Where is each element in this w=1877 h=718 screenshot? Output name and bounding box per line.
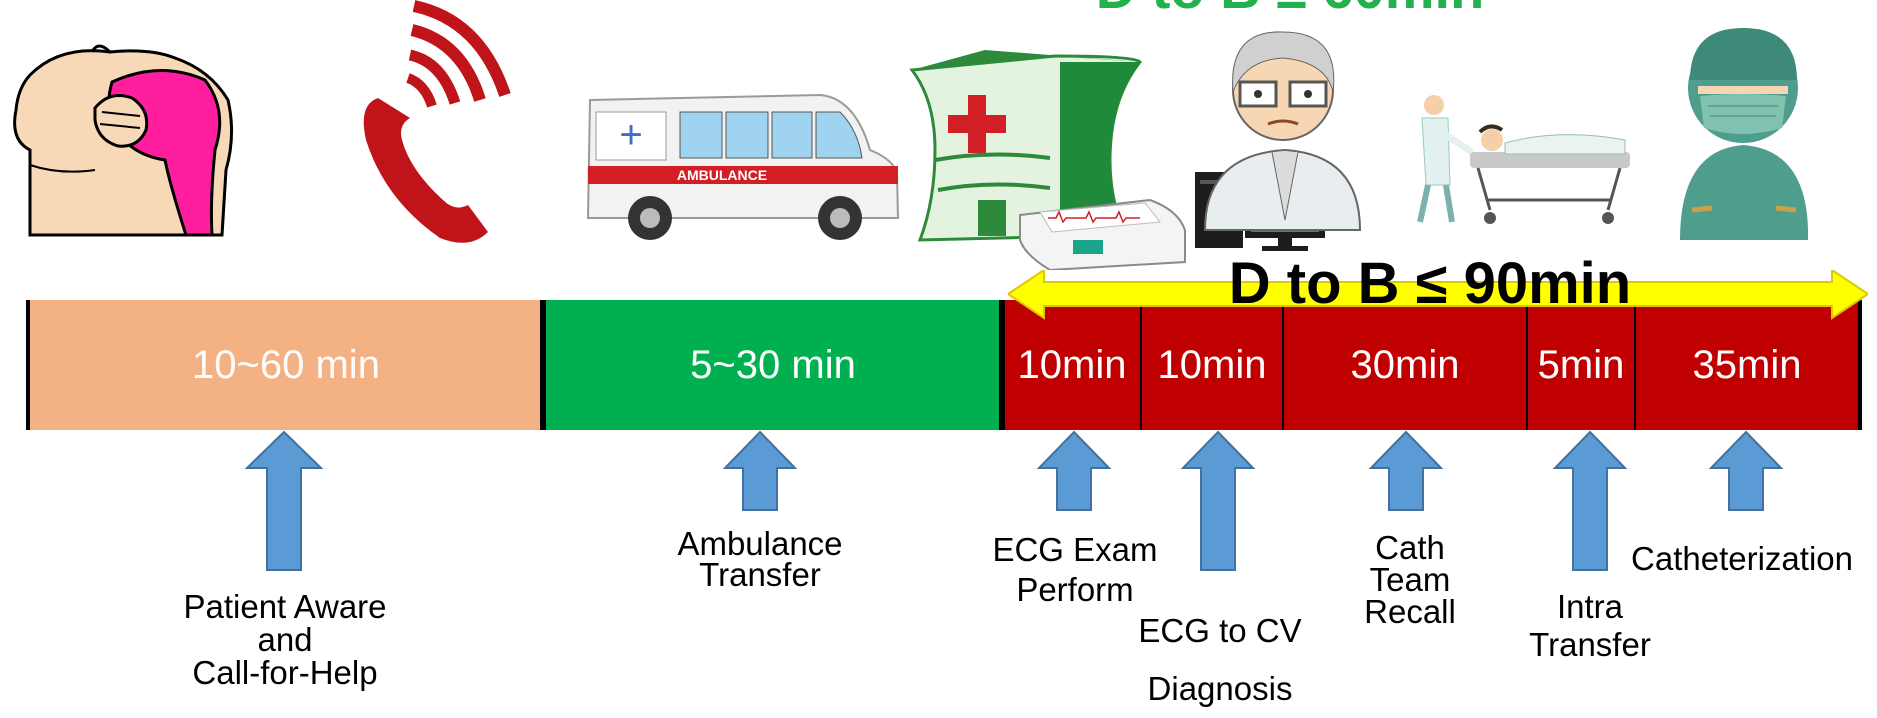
- segment-duration: 35min: [1692, 342, 1802, 387]
- segment-intra-transfer: 5min: [1528, 300, 1636, 430]
- segment-ecg-exam: 10min: [1004, 300, 1142, 430]
- segment-duration: 10min: [1157, 342, 1267, 387]
- target-banner: D to B ≤ 90min: [1228, 251, 1632, 316]
- ambulance-icon: + AMBULANCE: [586, 93, 900, 240]
- hospital-icon: [909, 50, 1142, 242]
- arrow-up-icon: [1180, 430, 1256, 571]
- divider: [540, 300, 546, 430]
- doctor-icon: [1203, 31, 1362, 231]
- step-label-ecg-to-cv: ECG to CV Diagnosis: [1138, 612, 1302, 707]
- step-label-catheterization: Catheterization: [1631, 540, 1853, 577]
- ecg-machine-icon: [1019, 198, 1186, 270]
- phone-call-icon: [363, 0, 511, 243]
- arrow-up-icon: [1708, 430, 1784, 511]
- step-label-ecg-exam: ECG Exam Perform: [992, 531, 1158, 608]
- step-arrows: [244, 430, 1784, 571]
- step-label-cath-team: Cath Team Recall: [1364, 529, 1456, 630]
- surgeon-icon: [1680, 28, 1809, 240]
- segment-duration: 30min: [1350, 342, 1460, 387]
- step-label-ambulance-transfer: Ambulance Transfer: [677, 525, 843, 593]
- chest-pain-icon: [13, 44, 234, 237]
- segment-duration: 10min: [1017, 342, 1127, 387]
- arrow-up-icon: [1552, 430, 1628, 571]
- patient-stretcher-icon: [1417, 95, 1630, 224]
- step-label-patient-aware: Patient Aware and Call-for-Help: [183, 588, 387, 691]
- target-span-arrow: [1008, 270, 1868, 320]
- segment-catheterization: 35min: [1636, 300, 1858, 430]
- segment-cath-team-recall: 30min: [1284, 300, 1528, 430]
- segment-ambulance-transfer: 5~30 min: [546, 300, 1000, 430]
- arrow-up-icon: [722, 430, 798, 511]
- svg-text:+: +: [619, 113, 642, 157]
- segment-duration: 5~30 min: [690, 342, 856, 387]
- segment-ecg-to-cv: 10min: [1142, 300, 1284, 430]
- icon-row: + AMBULANCE: [13, 0, 1809, 270]
- segment-duration: 5min: [1537, 342, 1625, 387]
- arrow-up-icon: [1368, 430, 1444, 511]
- arrow-up-icon: [1036, 430, 1112, 511]
- arrow-up-icon: [244, 430, 324, 571]
- divider: [999, 300, 1005, 430]
- segment-call-for-help: 10~60 min: [30, 300, 542, 430]
- ambulance-text: AMBULANCE: [677, 167, 767, 183]
- step-label-intra-transfer: Intra Transfer: [1529, 588, 1651, 663]
- segment-duration: 10~60 min: [192, 342, 380, 387]
